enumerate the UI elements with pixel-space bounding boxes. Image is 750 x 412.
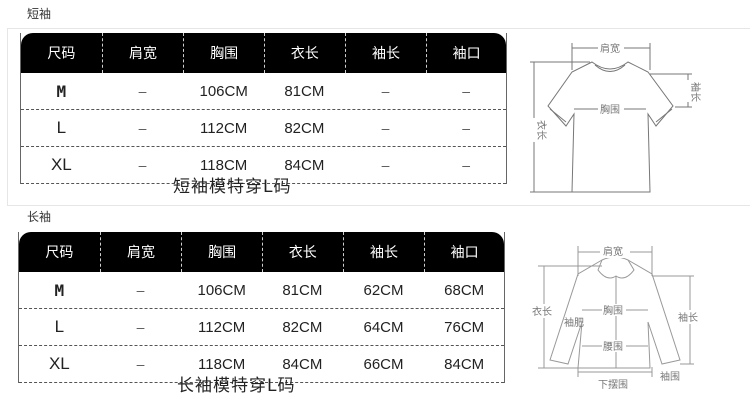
header-size: 尺码: [45, 245, 74, 261]
cell-shoulder: –: [138, 157, 147, 173]
short-sleeve-size-table: 尺码 肩宽 胸围 衣长 袖长 袖口 M – 106CM 81CM – – L –…: [20, 33, 507, 184]
long-sleeve-caption: 长袖模特穿L码: [177, 376, 296, 396]
label-chest: 胸围: [600, 103, 620, 116]
shirt-diagram: 肩宽 胸围 腰围 衣长 袖长 袖肥 下摆围 袖围: [510, 230, 750, 412]
label-sleeve: 袖长: [689, 82, 702, 102]
label-shoulder: 肩宽: [600, 42, 620, 55]
label-waist: 腰围: [603, 341, 623, 353]
header-cuff: 袖口: [424, 232, 504, 272]
table-header-row: 尺码 肩宽 胸围 衣长 袖长 袖口: [21, 33, 506, 73]
header-length: 衣长: [263, 33, 345, 73]
header-size: 尺码: [47, 46, 76, 62]
cell-shoulder: –: [138, 120, 147, 136]
cell-chest: 112CM: [198, 318, 246, 336]
cell-length: 84CM: [284, 156, 325, 174]
table-row: M – 106CM 81CM – –: [21, 73, 506, 110]
header-length: 衣长: [261, 232, 343, 272]
cell-cuff: 68CM: [444, 281, 485, 299]
table-row: XL – 118CM 84CM – –: [21, 147, 506, 184]
cell-chest: 112CM: [200, 119, 248, 137]
cell-length: 81CM: [282, 281, 323, 299]
label-length: 衣长: [532, 305, 552, 318]
short-sleeve-caption: 短袖模特穿L码: [173, 177, 292, 197]
cell-shoulder: –: [136, 282, 145, 298]
cell-size: L: [56, 118, 67, 137]
label-bicep: 袖肥: [564, 316, 584, 329]
cell-shoulder: –: [136, 356, 145, 372]
cell-sleeve: 62CM: [363, 281, 404, 299]
cell-size: XL: [48, 354, 70, 373]
header-sleeve: 袖长: [344, 33, 427, 73]
table-row: XL – 118CM 84CM 66CM 84CM: [19, 346, 504, 383]
label-chest: 胸围: [603, 304, 623, 317]
cell-sleeve: –: [381, 83, 390, 99]
cell-shoulder: –: [136, 319, 145, 335]
short-sleeve-section-title: 短袖: [27, 7, 52, 21]
table-row: L – 112CM 82CM 64CM 76CM: [19, 309, 504, 346]
shirt-outline-icon: 肩宽 胸围 腰围 衣长 袖长 袖肥 下摆围 袖围: [532, 244, 704, 391]
cell-size: L: [54, 317, 65, 336]
header-shoulder: 肩宽: [99, 232, 182, 272]
table-row: M – 106CM 81CM 62CM 68CM: [19, 272, 504, 309]
cell-sleeve: –: [381, 157, 390, 173]
cell-shoulder: –: [138, 83, 147, 99]
tshirt-outline-icon: 肩宽 胸围 衣长 袖长: [528, 42, 702, 193]
cell-sleeve: –: [381, 120, 390, 136]
header-shoulder: 肩宽: [101, 33, 184, 73]
header-cuff: 袖口: [426, 33, 506, 73]
header-chest: 胸围: [181, 232, 262, 272]
cell-cuff: –: [462, 157, 471, 173]
cell-sleeve: 64CM: [363, 318, 404, 336]
table-header-row: 尺码 肩宽 胸围 衣长 袖长 袖口: [19, 232, 504, 272]
cell-cuff: –: [462, 83, 471, 99]
table-row: L – 112CM 82CM – –: [21, 110, 506, 147]
cell-size: M: [54, 280, 65, 300]
cell-length: 84CM: [282, 355, 323, 373]
long-sleeve-size-table: 尺码 肩宽 胸围 衣长 袖长 袖口 M – 106CM 81CM 62CM 68…: [18, 232, 505, 383]
short-sleeve-frame: [7, 28, 750, 206]
cell-size: M: [56, 81, 67, 101]
label-cuff: 袖围: [660, 370, 680, 383]
cell-length: 81CM: [284, 82, 325, 100]
header-sleeve: 袖长: [342, 232, 425, 272]
cell-cuff: 76CM: [444, 318, 485, 336]
label-shoulder: 肩宽: [603, 245, 623, 258]
label-length: 衣长: [535, 120, 548, 140]
cell-chest: 118CM: [200, 156, 248, 174]
label-hem: 下摆围: [598, 378, 628, 391]
cell-cuff: 84CM: [444, 355, 485, 373]
cell-chest: 106CM: [199, 82, 248, 100]
header-chest: 胸围: [183, 33, 264, 73]
cell-chest: 106CM: [197, 281, 246, 299]
cell-length: 82CM: [284, 119, 325, 137]
cell-sleeve: 66CM: [363, 355, 404, 373]
cell-size: XL: [50, 155, 72, 174]
tshirt-diagram: 肩宽 胸围 衣长 袖长: [510, 10, 750, 220]
long-sleeve-section-title: 长袖: [27, 210, 52, 224]
cell-chest: 118CM: [198, 355, 246, 373]
label-sleeve: 袖长: [678, 311, 698, 324]
cell-cuff: –: [462, 120, 471, 136]
cell-length: 82CM: [282, 318, 323, 336]
